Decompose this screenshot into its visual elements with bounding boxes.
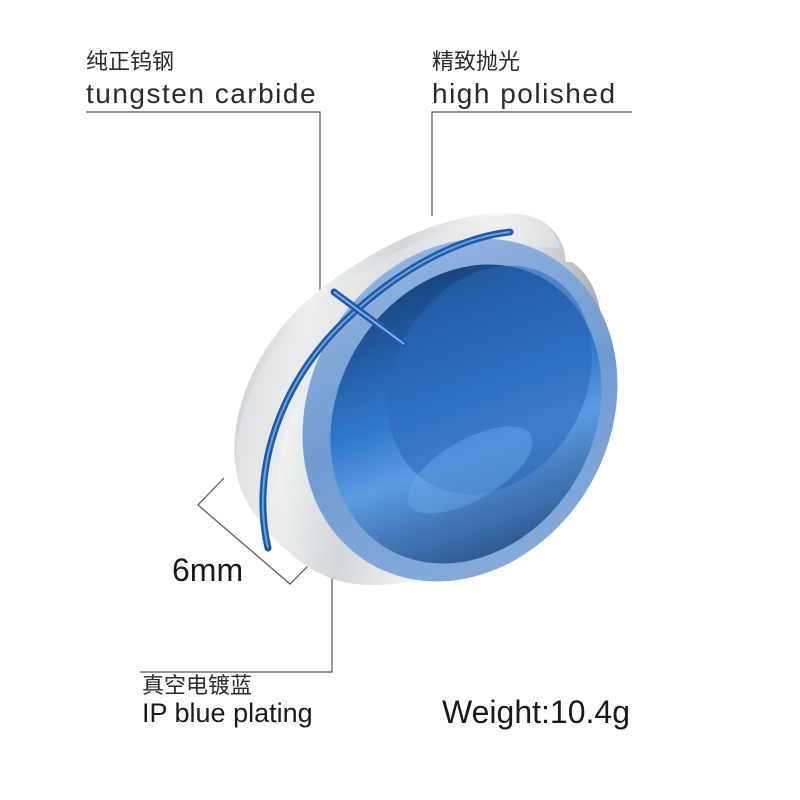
ring (234, 213, 618, 586)
material-label-en: tungsten carbide (86, 78, 318, 109)
material-label-cn: 纯正钨钢 (86, 50, 175, 75)
callout-line-finish (431, 111, 632, 216)
plating-label-en: IP blue plating (142, 698, 313, 728)
plating-label-cn: 真空电镀蓝 (142, 674, 253, 699)
callout-line-plating (140, 578, 333, 673)
callout-line-material (86, 111, 321, 322)
finish-label-cn: 精致抛光 (432, 50, 521, 75)
callout-lines (86, 111, 632, 673)
finish-label-en: high polished (432, 78, 617, 109)
width-dimension-label: 6mm (172, 552, 244, 588)
dimension-bracket-6mm (197, 477, 319, 585)
weight-label: Weight:10.4g (442, 694, 630, 730)
